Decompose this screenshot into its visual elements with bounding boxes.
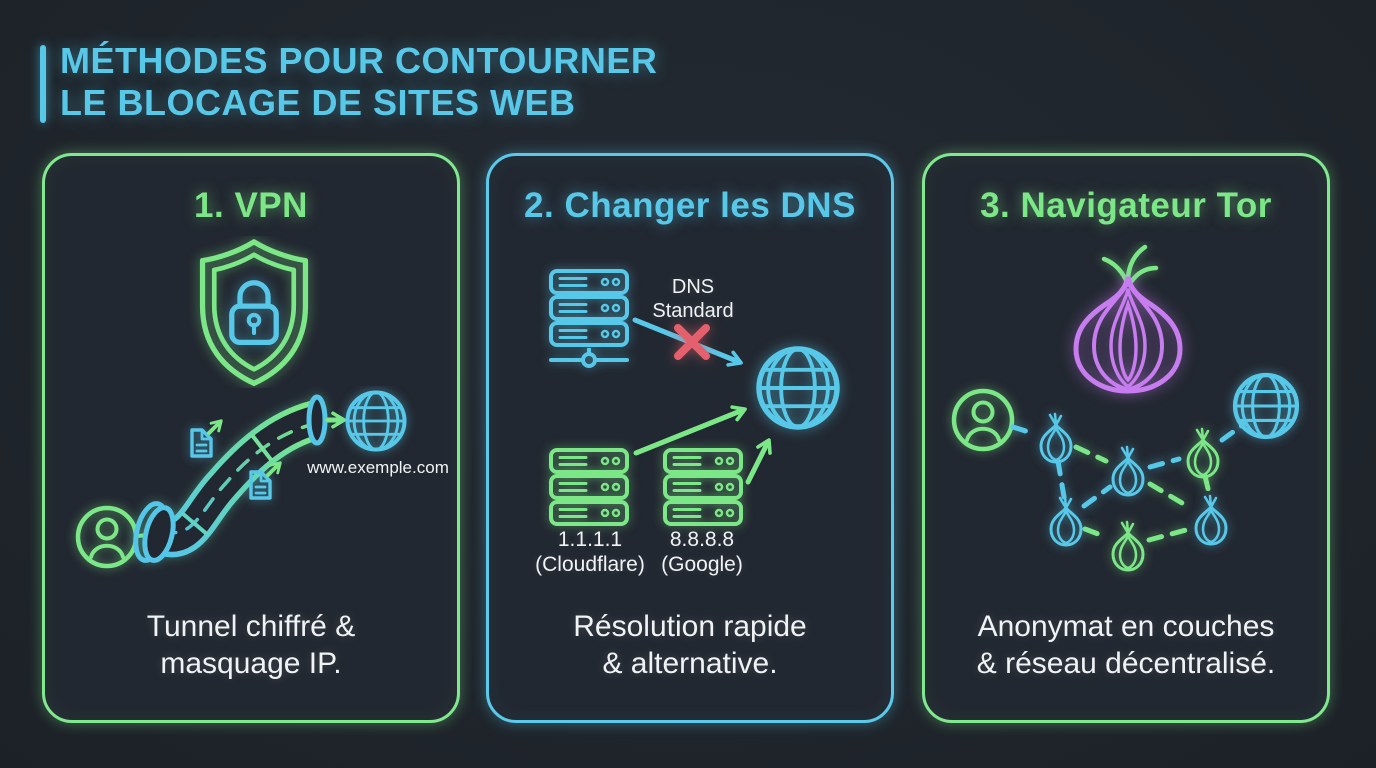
dns1-provider: (Cloudflare) xyxy=(535,553,645,576)
dns2-label: 8.8.8.8(Google) xyxy=(622,527,782,577)
caption-line: Anonymat en couches xyxy=(977,610,1275,643)
arrow-icon xyxy=(266,461,282,477)
network-link-line xyxy=(1073,444,1213,543)
network-link-line xyxy=(1010,421,1247,509)
page-title-line1: MÉTHODES POUR CONTOURNER xyxy=(60,40,658,81)
user-icon xyxy=(78,508,136,566)
onion-node-icon xyxy=(1194,494,1228,546)
dns1-label: 1.1.1.1(Cloudflare) xyxy=(510,527,670,577)
shield-icon xyxy=(199,239,309,386)
dns2-ip: 8.8.8.8 xyxy=(669,528,735,551)
card-vpn: 1. VPN xyxy=(42,153,460,723)
card-vpn-title: 1. VPN xyxy=(194,186,308,225)
arrow-icon xyxy=(207,419,223,435)
caption-line: masquage IP. xyxy=(160,647,342,680)
globe-icon xyxy=(759,349,837,427)
website-url-label: www.exemple.com xyxy=(307,458,449,477)
caption-line: Tunnel chiffré & xyxy=(146,610,356,643)
tor-onion-icon xyxy=(1073,244,1183,394)
onion-sprout-icon xyxy=(1101,244,1159,285)
server-stack-icon xyxy=(551,450,627,524)
onion-node-icon xyxy=(1039,412,1073,464)
server-stack-icon xyxy=(665,450,741,524)
lock-icon xyxy=(229,280,279,346)
blocked-x-icon xyxy=(674,324,710,360)
user-icon xyxy=(954,391,1012,449)
card-dns-caption: Résolution rapide & alternative. xyxy=(489,608,891,682)
globe-icon xyxy=(1235,375,1297,437)
card-dns-title: 2. Changer les DNS xyxy=(524,186,856,225)
caption-line: & alternative. xyxy=(602,647,778,680)
shield-lock-illustration xyxy=(199,239,309,386)
onion-node-icon xyxy=(1186,427,1220,479)
caption-line: & réseau décentralisé. xyxy=(976,647,1276,680)
card-tor-caption: Anonymat en couches & réseau décentralisé… xyxy=(925,608,1327,682)
onion-node-icon xyxy=(1111,445,1145,497)
arrow-icon xyxy=(633,405,747,456)
vpn-tunnel-scene xyxy=(45,390,407,646)
dns2-provider: (Google) xyxy=(661,553,743,576)
onion-node-icon xyxy=(1111,520,1145,572)
tunnel-icon xyxy=(133,394,328,563)
label-line: Standard xyxy=(652,300,734,322)
dns1-ip: 1.1.1.1 xyxy=(557,528,623,551)
label-line: DNS xyxy=(671,276,715,298)
card-tor-title: 3. Navigateur Tor xyxy=(980,186,1272,225)
onion-node-icon xyxy=(1049,495,1083,547)
arrow-icon xyxy=(745,438,772,485)
caption-line: Résolution rapide xyxy=(573,610,807,643)
globe-icon xyxy=(345,390,407,452)
card-vpn-caption: Tunnel chiffré & masquage IP. xyxy=(45,608,457,682)
title-accent-bar xyxy=(40,45,46,123)
server-stack-icon xyxy=(549,271,629,368)
card-tor: 3. Navigateur Tor xyxy=(922,153,1330,723)
tor-network-scene xyxy=(925,244,1333,572)
page-title-line2: LE BLOCAGE DE SITES WEB xyxy=(60,82,576,123)
dns-scene xyxy=(549,256,897,586)
